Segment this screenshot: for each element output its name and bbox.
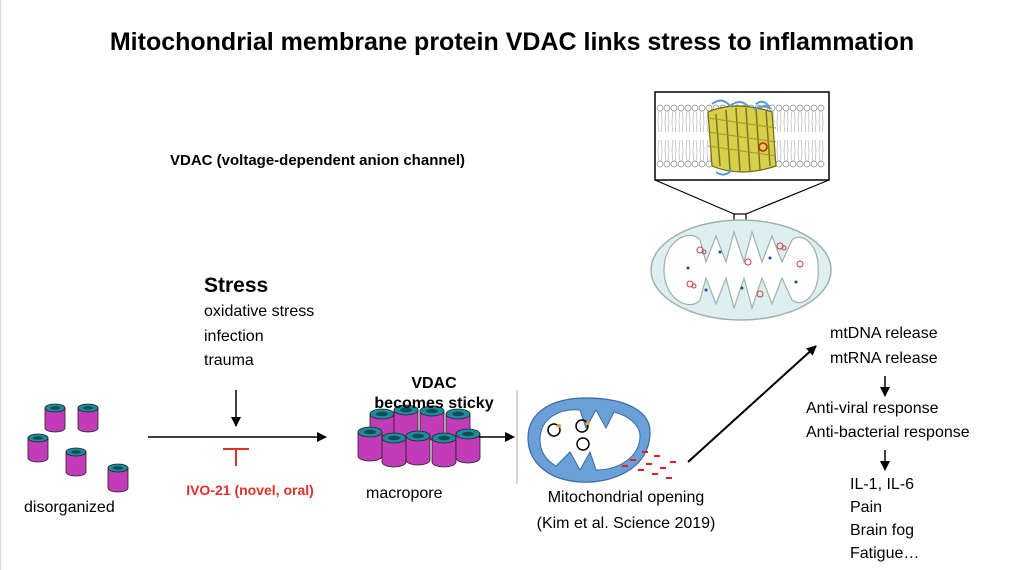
symptom-item-pain: Pain xyxy=(850,499,883,516)
disorganized-label: disorganized xyxy=(24,499,115,516)
mitochondrion-top xyxy=(650,219,832,321)
stress-item-oxidative: oxidative stress xyxy=(204,303,315,320)
inhibition-t-icon xyxy=(223,448,249,466)
response-item-antiviral: Anti-viral response xyxy=(806,400,939,417)
disorganized-vdac-cylinders xyxy=(27,403,129,493)
symptom-item-il: IL-1, IL-6 xyxy=(850,476,915,493)
released-dna-fragments xyxy=(622,451,676,479)
drug-label: IVO-21 (novel, oral) xyxy=(186,482,314,498)
membrane-zoom-box xyxy=(654,91,830,224)
vdac-sticky-line1: VDAC xyxy=(411,375,457,392)
macropore-label: macropore xyxy=(366,485,443,502)
symptom-item-brain-fog: Brain fog xyxy=(850,522,915,539)
response-item-antibacterial: Anti-bacterial response xyxy=(806,424,970,441)
mito-opening-label: Mitochondrial opening xyxy=(547,489,705,506)
macropore-cluster xyxy=(357,404,481,468)
stress-item-infection: infection xyxy=(204,328,264,345)
stress-item-trauma: trauma xyxy=(204,352,254,369)
stress-heading: Stress xyxy=(204,274,269,297)
vdac-sticky-line2: becomes sticky xyxy=(374,395,494,412)
diagram-title: Mitochondrial membrane protein VDAC link… xyxy=(109,28,915,56)
mitochondrion-opening xyxy=(527,397,651,483)
release-item-mtdna: mtDNA release xyxy=(830,325,938,342)
symptom-item-fatigue: Fatigue… xyxy=(850,545,920,562)
vdac-definition: VDAC (voltage-dependent anion channel) xyxy=(170,152,466,169)
release-diagonal-arrow xyxy=(687,345,817,463)
citation-label: (Kim et al. Science 2019) xyxy=(536,515,716,532)
vdac-protein-structure xyxy=(707,99,777,176)
release-item-mtrna: mtRNA release xyxy=(830,350,938,367)
